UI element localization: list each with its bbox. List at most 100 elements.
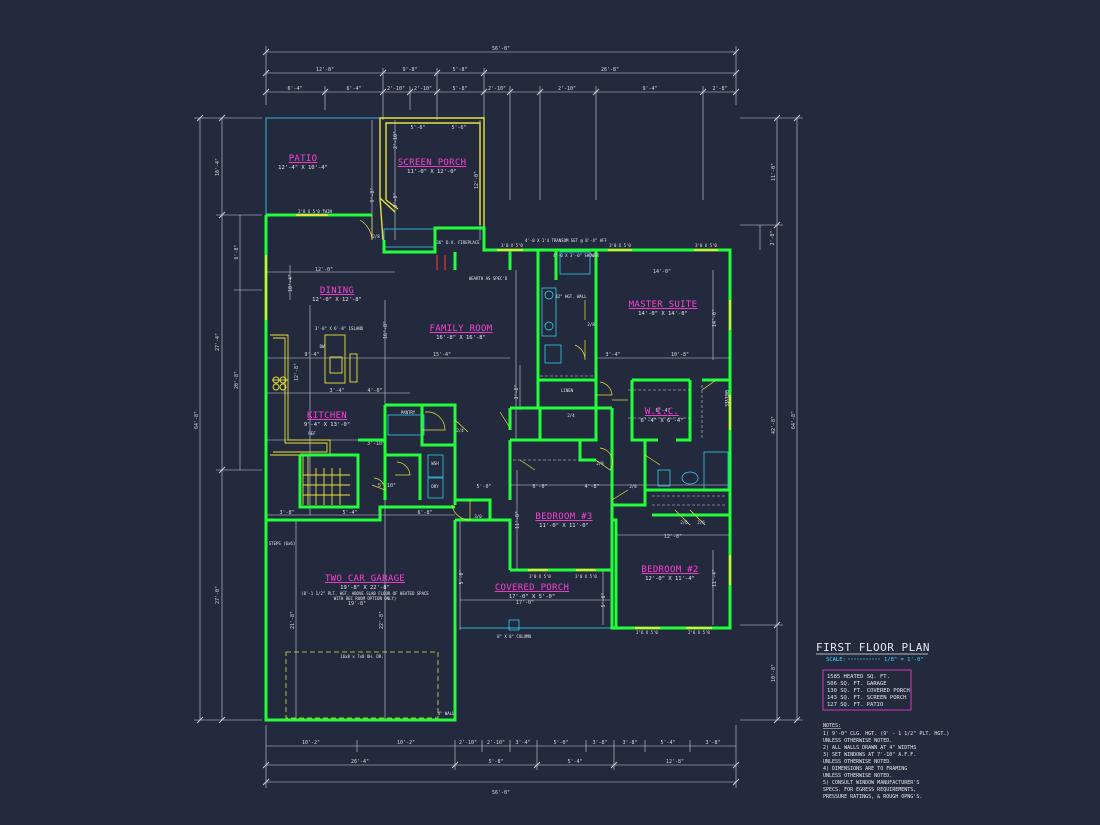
room-name-bedroom2: BEDROOM #2 [641,565,698,575]
dim-int: 3'-4" [329,388,344,394]
legend-line-2: 506 SQ. FT. GARAGE [827,681,887,687]
dim-bot-3: 5'-4" [567,759,582,765]
dim-bot2-10: 3'-8" [705,740,720,746]
door-label-7: 2/6 [697,520,705,525]
dim-top-3: 5'-8" [452,67,467,73]
dim-bot2-1: 10'-2" [302,740,320,746]
door-swings [359,215,717,526]
dim-top2-1: 6'-4" [287,86,302,92]
room-name-garage: TWO CAR GARAGE [325,574,405,584]
door-label-2: 2/4 [567,413,575,418]
island-label: 3'-8" X 6'-8" ISLAND [315,326,364,331]
window-label-4: 3'0 X 5'0 [529,574,551,579]
annotations: 16x8 x 7x8 OH. DR. 8" X 8" COLUMN STEPS … [269,209,729,716]
room-size-family-room: 16'-8" X 16'-8" [436,335,486,341]
windows [265,214,731,629]
shower-label: 4'-0 X 3'-0" SHOWER [553,253,599,258]
shelves [513,375,725,506]
dim-bot2-7: 3'-8" [592,740,607,746]
dim-int: 3'-8" [514,384,520,399]
dim-int: 9'-8" [393,192,399,207]
title-block: FIRST FLOOR PLAN SCALE: 1/8" = 1'-0" 158… [816,641,949,800]
dim-int: 6'-8" [417,510,432,516]
dim-top-1: 12'-8" [316,67,334,73]
dim-right-2: 42'-8" [771,416,777,434]
dimension-ticks [196,48,801,786]
dim-int: 11'-0" [515,511,521,529]
room-name-master-suite: MASTER SUITE [629,300,698,310]
room-name-screen-porch: SCREEN PORCH [398,158,467,168]
vanity-label: 42" HGT. WALL [555,294,587,299]
dim-int: 4'-0" [367,388,382,394]
dim-top2-6: 2'-10" [488,86,506,92]
dim-int: 5'-6" [451,125,466,131]
dim-int: 5'-0" [476,484,491,490]
wash-label: WSH [431,461,439,466]
window-label-1: 3'0 X 5'0 [501,243,523,248]
note-1: 1) 9'-0" CLG. HGT. (9' - 1 1/2" PLT. HGT… [823,731,949,737]
dim-int: 5'-0" [601,592,607,607]
dim-int: 9'-8" [370,187,376,202]
dim-bot2-6: 5'-0" [553,740,568,746]
legend-line-5: 127 SQ. FT. PATIO [827,702,883,708]
dim-bot2-8: 3'-8" [622,740,637,746]
note-10: PRESSURE RATINGS, & ROUGH OPNG'S. [823,794,922,800]
door-label-1: 2/8 [587,322,595,327]
dim-int: 4'-8" [584,484,599,490]
garage-door-label: 16x8 x 7x8 OH. DR. [340,654,383,659]
dim-right-3: 10'-8" [771,664,777,682]
notes-heading: NOTES: [823,723,841,729]
window-label-7: 2'6 X 5'0 [688,630,710,635]
window-label-3: 3'0 X 5'0 [695,243,717,248]
pantry-label: PANTRY [401,410,416,415]
dim-bot2-2: 10'-2" [397,740,415,746]
room-size-bedroom3: 11'-0" X 11'-0" [539,523,589,529]
dim-right-overall: 64'-8" [791,411,797,429]
linen-label: LINEN [561,388,574,393]
dim-left-1: 10'-4" [215,158,221,176]
dim-bot2-9: 5'-4" [660,740,675,746]
door-label-3: 2/4 [456,428,464,433]
dim-int: 12'-0" [474,171,480,189]
plan-title: FIRST FLOOR PLAN [816,641,930,654]
note-2: UNLESS OTHERWISE NOTED. [823,738,892,744]
dim-int: 15'-4" [433,352,451,358]
fixtures [387,251,729,499]
room-size-wic: 6'-4" X 6'-4" [640,418,683,424]
dim-int: 5'-0" [459,569,465,584]
dim-int: 10'-8" [671,352,689,358]
dim-top2-3: 2'-10" [387,86,405,92]
dim-top-2: 9'-8" [402,67,417,73]
wall-label: 4" WALL [438,711,455,716]
dim-top-overall: 56'-0" [492,46,510,52]
window-label-2: 3'0 X 5'0 [609,243,631,248]
room-size-kitchen: 9'-4" X 13'-0" [304,422,350,428]
room-size-covered-porch: 17'-0" X 5'-0" [509,594,555,600]
room-name-dining: DINING [320,286,354,296]
dim-int: 12'-8" [294,363,300,381]
note-8: 5) CONSULT WINDOW MANUFACTURER'S [823,780,919,786]
dim-int: 11'-4" [712,569,718,587]
column-label: 8" X 8" COLUMN [497,634,531,639]
dim-left-overall: 64'-8" [194,411,200,429]
room-name-patio: PATIO [289,154,318,164]
dim-int: 12'-0" [315,267,333,273]
dim-int: 3'-10" [367,441,385,447]
dw-label: DW [320,344,325,349]
note-5: UNLESS OTHERWISE NOTED. [823,759,892,765]
room-name-wic: W.I.C. [645,407,679,417]
screen-porch-outline [379,117,485,241]
door-label-9: 2/8 [596,461,604,466]
room-name-bedroom3: BEDROOM #3 [535,512,592,522]
dim-int: 19'-8" [348,601,366,607]
dim-top2-5: 5'-8" [452,86,467,92]
dim-int: 3'-4" [605,352,620,358]
window-label-5: 3'0 X 5'0 [575,574,597,579]
dim-left-inner-1: 6'-8" [234,244,240,259]
door-label-4: 3/0 [474,514,482,519]
hearth-label: HEARTH AS SPEC'D [469,276,508,281]
door-label-6: 2/6 [680,520,688,525]
note-7: UNLESS OTHERWISE NOTED. [823,773,892,779]
dim-int: 22'-8" [379,611,385,629]
dim-int: 3'-8" [279,510,294,516]
